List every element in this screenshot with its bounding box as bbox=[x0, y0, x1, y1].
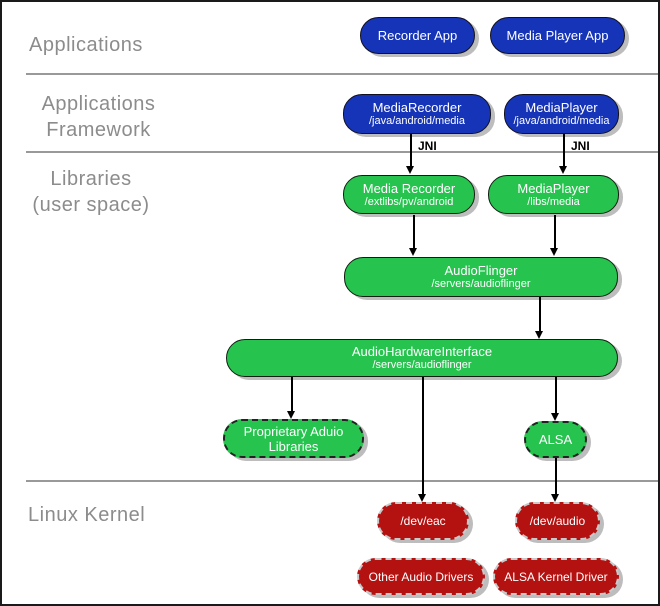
arrowhead bbox=[551, 413, 559, 421]
node-label: ALSA bbox=[538, 432, 573, 447]
arrowhead bbox=[535, 331, 543, 339]
section-label-linux-kernel: Linux Kernel bbox=[28, 504, 146, 526]
node-mediarecorder-framework: MediaRecorder /java/android/media bbox=[343, 94, 491, 134]
connector-ahi-dev-eac bbox=[422, 377, 424, 496]
arrowhead bbox=[551, 494, 559, 502]
node-mediaplayer-framework: MediaPlayer /java/android/media bbox=[504, 94, 619, 134]
connector-mediarecorder-audioflinger bbox=[413, 215, 415, 250]
arrowhead bbox=[406, 166, 414, 174]
connector-jni-left bbox=[410, 134, 412, 169]
section-label-line: (user space) bbox=[32, 194, 150, 216]
node-label: ALSA Kernel Driver bbox=[504, 569, 608, 584]
connector-ahi-alsa bbox=[555, 377, 557, 415]
jni-label-right: JNI bbox=[571, 139, 590, 153]
node-label: Other Audio Drivers bbox=[368, 569, 474, 584]
node-audioflinger: AudioFlinger /servers/audioflinger bbox=[344, 257, 618, 297]
section-label-line: Framework bbox=[46, 119, 151, 141]
section-label-applications-framework: Applications Framework bbox=[26, 91, 171, 143]
node-media-player-app: Media Player App bbox=[490, 17, 625, 54]
divider-framework-libraries bbox=[26, 151, 658, 153]
node-label: Proprietary Aduio bbox=[243, 423, 344, 439]
connector-audioflinger-ahi bbox=[539, 297, 541, 333]
connector-alsa-dev-audio bbox=[555, 458, 557, 496]
arrowhead bbox=[418, 494, 426, 502]
node-label: /dev/audio bbox=[529, 514, 586, 528]
node-label: AudioHardwareInterface bbox=[351, 344, 493, 359]
node-label: Media Player App bbox=[506, 28, 609, 43]
node-other-audio-drivers: Other Audio Drivers bbox=[357, 558, 485, 595]
node-dev-audio: /dev/audio bbox=[515, 502, 600, 540]
node-path: /java/android/media bbox=[368, 115, 465, 127]
arrowhead bbox=[409, 248, 417, 256]
connector-mediaplayer-audioflinger bbox=[554, 215, 556, 250]
arrowhead bbox=[287, 411, 295, 419]
node-path: /extlibs/pv/android bbox=[364, 195, 454, 208]
section-label-libraries: Libraries (user space) bbox=[26, 166, 156, 218]
node-label: Recorder App bbox=[377, 28, 458, 43]
node-path: /libs/media bbox=[527, 195, 580, 208]
node-label: Media Recorder bbox=[362, 180, 456, 196]
node-audiohardwareinterface: AudioHardwareInterface /servers/audiofli… bbox=[226, 339, 618, 377]
node-path: /servers/audioflinger bbox=[431, 278, 531, 290]
connector-jni-right bbox=[563, 134, 565, 169]
jni-label-left: JNI bbox=[418, 139, 437, 153]
connector-ahi-proprietary bbox=[291, 377, 293, 413]
node-proprietary-audio-libraries: Proprietary Aduio Libraries bbox=[223, 419, 364, 458]
node-recorder-app: Recorder App bbox=[360, 17, 475, 54]
node-label: MediaPlayer bbox=[517, 180, 590, 196]
arrowhead bbox=[550, 248, 558, 256]
node-alsa: ALSA bbox=[524, 421, 587, 458]
node-path: /java/android/media bbox=[513, 115, 610, 127]
section-label-applications: Applications bbox=[29, 34, 143, 56]
divider-libraries-kernel bbox=[26, 480, 658, 482]
section-label-line: Libraries bbox=[50, 168, 132, 190]
node-label: /dev/eac bbox=[400, 514, 446, 528]
node-alsa-kernel-driver: ALSA Kernel Driver bbox=[493, 558, 619, 595]
node-label: AudioFlinger bbox=[444, 263, 518, 278]
node-label: MediaRecorder bbox=[372, 100, 462, 115]
section-label-line: Applications bbox=[41, 93, 156, 115]
node-path: /servers/audioflinger bbox=[372, 359, 472, 371]
divider-applications-framework bbox=[26, 73, 658, 75]
node-media-recorder-lib: Media Recorder /extlibs/pv/android bbox=[343, 175, 475, 214]
arrowhead bbox=[559, 166, 567, 174]
node-dev-eac: /dev/eac bbox=[377, 502, 469, 540]
node-mediaplayer-lib: MediaPlayer /libs/media bbox=[488, 175, 619, 214]
node-label: MediaPlayer bbox=[525, 100, 598, 115]
node-label: Libraries bbox=[268, 438, 319, 454]
